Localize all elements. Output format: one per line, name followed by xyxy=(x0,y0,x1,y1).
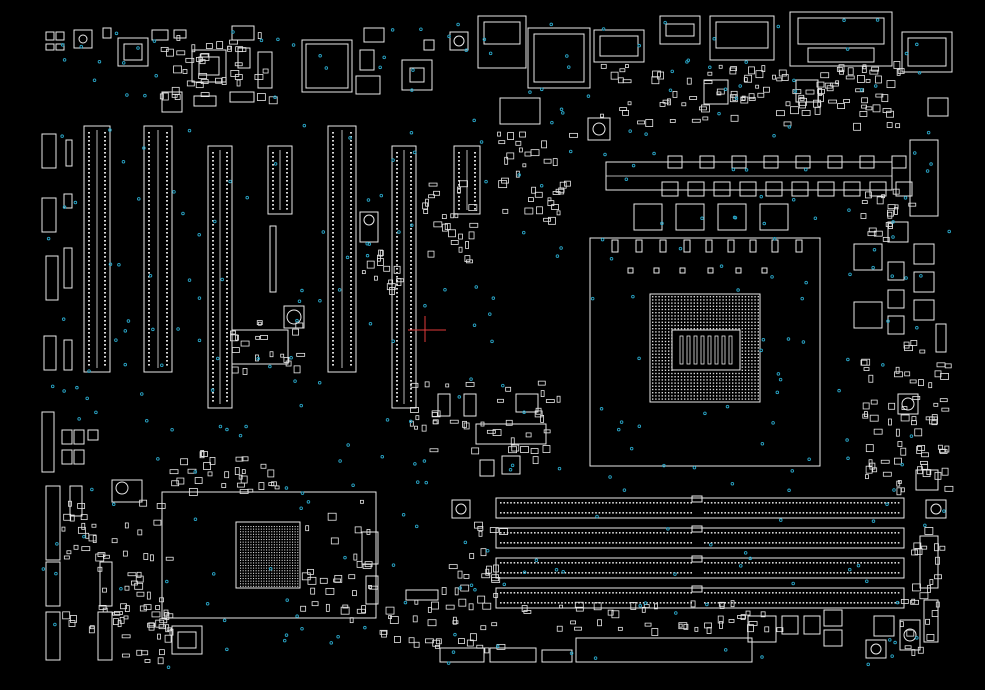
cursor-crosshair xyxy=(408,316,446,342)
pcie-slot-5 xyxy=(327,125,357,373)
pcie-slot-2 xyxy=(143,125,173,373)
rear-io-connectors xyxy=(477,11,953,141)
dimm-pins xyxy=(500,495,900,604)
vrm-phases xyxy=(605,139,939,329)
pch-pins xyxy=(240,526,299,587)
dimm-slot-b2 xyxy=(495,587,905,609)
pcie-slot-1 xyxy=(83,125,111,373)
dimm-slot-b1 xyxy=(495,557,905,579)
dimm-slot-a1 xyxy=(495,497,905,519)
top-left-components xyxy=(45,25,469,113)
socket-top-caps xyxy=(611,239,803,274)
pcie-slot-7 xyxy=(453,145,481,215)
middle-components xyxy=(231,211,947,605)
right-edge-components xyxy=(887,221,947,643)
cpu-socket-pins xyxy=(652,296,759,400)
pcie-slot-3 xyxy=(207,145,233,409)
left-edge-headers xyxy=(41,133,143,661)
chipset-pch xyxy=(161,491,377,619)
pcie-slot-4 xyxy=(267,145,293,293)
dimm-slot-a2 xyxy=(495,527,905,549)
cpu-socket xyxy=(589,237,821,467)
vrm-inductor-row xyxy=(661,155,913,197)
pcie-slot-pins xyxy=(88,132,476,402)
bottom-edge-connectors xyxy=(171,609,921,663)
vias xyxy=(41,18,951,670)
pcie-slot-6 xyxy=(391,145,417,409)
smd-components xyxy=(61,32,954,665)
